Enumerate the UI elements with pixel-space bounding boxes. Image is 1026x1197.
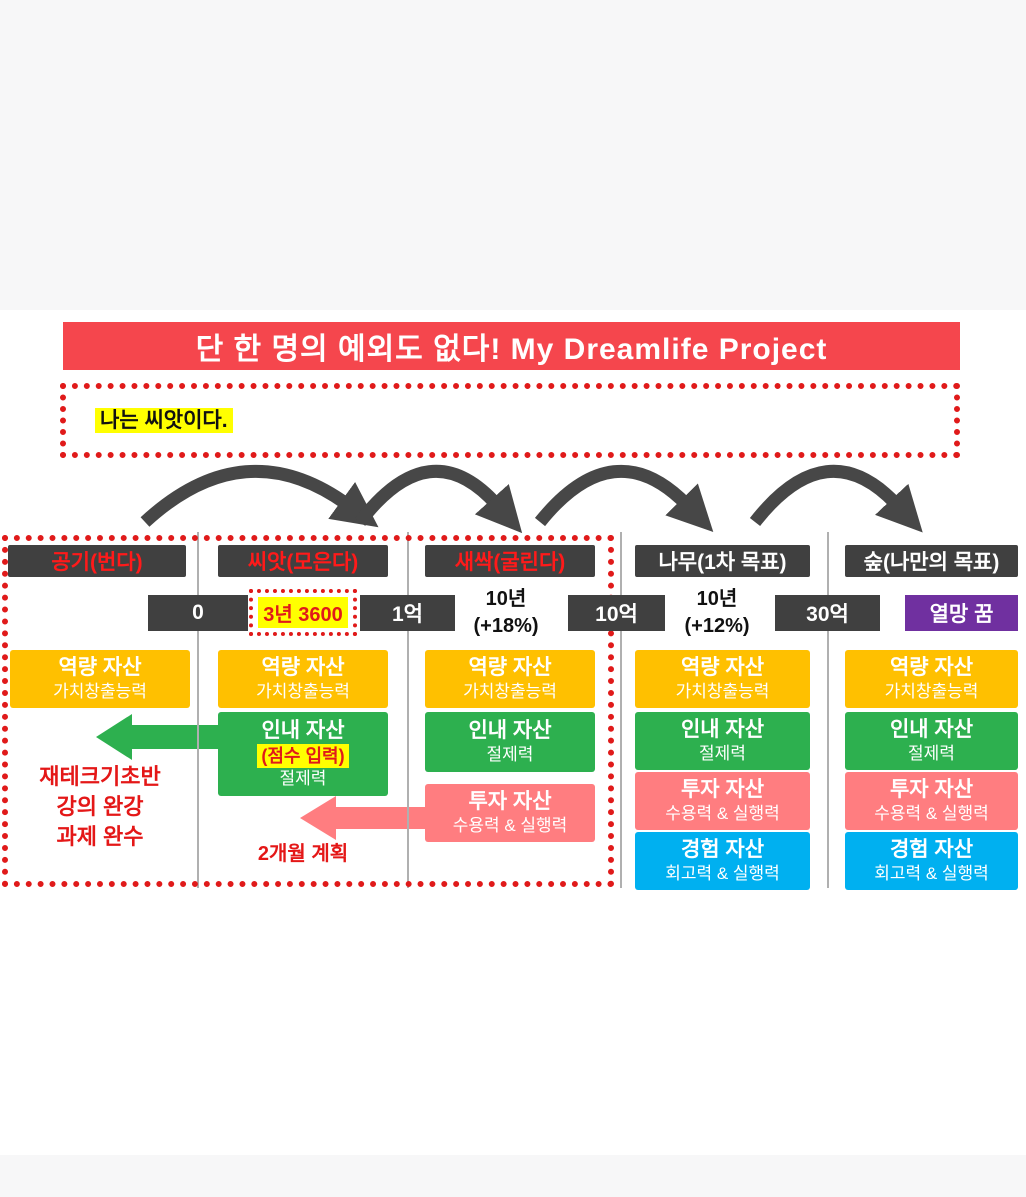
column-divider [620,532,622,888]
milestone-3b: 30억 [775,595,880,631]
asset-subtitle: 회고력 & 실행력 [665,864,780,883]
stage-header-label: 씨앗(모은다) [247,551,359,574]
milestone-value: 열망 꿈 [929,603,994,626]
two-month-plan-note: 2개월 계획 [257,843,349,865]
intro-dotted-box [60,383,960,458]
asset-investment-col3: 투자 자산 수용력 & 실행력 [425,784,595,842]
curved-arrow-icon-1 [140,464,379,528]
asset-patience-col5: 인내 자산 절제력 [845,712,1018,770]
stage-header-label: 공기(번다) [51,551,143,574]
asset-title: 역량 자산 [468,656,552,679]
asset-subtitle: 절제력 [699,744,746,763]
asset-investment-col5: 투자 자산 수용력 & 실행력 [845,772,1018,830]
score-input-note: (점수 입력) [257,744,349,768]
slide: 단 한 명의 예외도 없다! My Dreamlife Project 나는 씨… [0,310,1026,1155]
growth-years: 10년 [485,588,527,610]
asset-title: 인내 자산 [889,718,974,741]
stage-header-seed: 씨앗(모은다) [218,545,388,577]
intro-highlight: 나는 씨앗이다. [95,408,233,433]
growth-rate: (+18%) [473,615,539,637]
asset-subtitle: 가치창출능력 [256,682,350,701]
column-divider [197,532,199,888]
curved-arrow-icon-3 [534,464,714,533]
course-note-line: 과제 완수 [56,824,144,849]
asset-experience-col5: 경험 자산 회고력 & 실행력 [845,832,1018,890]
milestone-seed-plan: 3년 3600 [258,597,348,628]
stage-header-label: 나무(1차 목표) [658,551,787,574]
asset-patience-col2: 인내 자산 (점수 입력) 절제력 [218,712,388,796]
stage-header-tree: 나무(1차 목표) [635,545,810,577]
intro-statement: 나는 씨앗이다. [95,404,233,434]
asset-title: 역량 자산 [680,656,765,679]
stage-header-label: 새싹(굴린다) [454,551,566,574]
asset-competency-col4: 역량 자산 가치창출능력 [635,650,810,708]
asset-subtitle: 절제력 [486,745,534,764]
milestone-100m: 1억 [360,595,455,631]
growth-years: 10년 [696,588,738,610]
curved-arrow-icon-2 [354,464,523,534]
asset-title: 역량 자산 [889,656,974,679]
course-note-line: 강의 완강 [56,794,144,819]
stage-header-air: 공기(번다) [8,545,186,577]
milestone-value: 1억 [392,603,423,626]
asset-patience-col4: 인내 자산 절제력 [635,712,810,770]
growth-label-2: 10년 (+12%) [661,586,773,640]
milestone-start: 0 [148,595,248,631]
stage-header-forest: 숲(나만의 목표) [845,545,1018,577]
asset-title: 인내 자산 [468,719,552,742]
asset-subtitle: 가치창출능력 [884,682,979,701]
asset-investment-col4: 투자 자산 수용력 & 실행력 [635,772,810,830]
stage-header-label: 숲(나만의 목표) [863,551,1000,574]
asset-title: 투자 자산 [468,790,552,813]
asset-competency-col3: 역량 자산 가치창출능력 [425,650,595,708]
stage-header-sprout: 새싹(굴린다) [425,545,595,577]
milestone-value: 10억 [595,603,638,626]
asset-competency-col1: 역량 자산 가치창출능력 [10,650,190,708]
asset-subtitle: 가치창출능력 [463,682,557,701]
asset-title: 경험 자산 [680,838,765,861]
asset-subtitle: 가치창출능력 [53,682,147,701]
asset-subtitle: 수용력 & 실행력 [874,804,989,823]
asset-subtitle: 수용력 & 실행력 [665,804,780,823]
asset-title: 투자 자산 [889,778,974,801]
asset-patience-col3: 인내 자산 절제력 [425,712,595,772]
asset-competency-col2: 역량 자산 가치창출능력 [218,650,388,708]
milestone-seed-plan-box: 3년 3600 [249,589,357,636]
asset-subtitle: 회고력 & 실행력 [874,864,989,883]
asset-subtitle: 절제력 [908,744,955,763]
milestone-value: 30억 [806,603,849,626]
asset-experience-col4: 경험 자산 회고력 & 실행력 [635,832,810,890]
asset-title: 인내 자산 [680,718,765,741]
growth-label-1: 10년 (+18%) [450,586,562,640]
asset-title: 역량 자산 [58,656,142,679]
focus-region-border [2,535,614,887]
growth-rate: (+12%) [684,615,750,637]
asset-subtitle: 가치창출능력 [675,682,770,701]
asset-title: 인내 자산 [261,719,345,742]
title-banner: 단 한 명의 예외도 없다! My Dreamlife Project [63,322,960,370]
asset-title: 투자 자산 [680,778,765,801]
column-divider [827,532,829,888]
curved-arrow-icon-4 [749,464,923,533]
page-title: 단 한 명의 예외도 없다! My Dreamlife Project [195,333,828,366]
asset-title: 역량 자산 [261,656,345,679]
column-divider [407,532,409,888]
asset-subtitle: 수용력 & 실행력 [452,816,568,835]
asset-subtitle: 절제력 [279,769,327,788]
milestone-value: 0 [192,601,204,624]
asset-title: 경험 자산 [889,838,974,861]
asset-competency-col5: 역량 자산 가치창출능력 [845,650,1018,708]
milestone-1b: 10억 [568,595,665,631]
milestone-goal: 열망 꿈 [905,595,1018,631]
course-note: 재테크기초반 강의 완강 과제 완수 [5,762,195,852]
course-note-line: 재테크기초반 [39,764,161,789]
